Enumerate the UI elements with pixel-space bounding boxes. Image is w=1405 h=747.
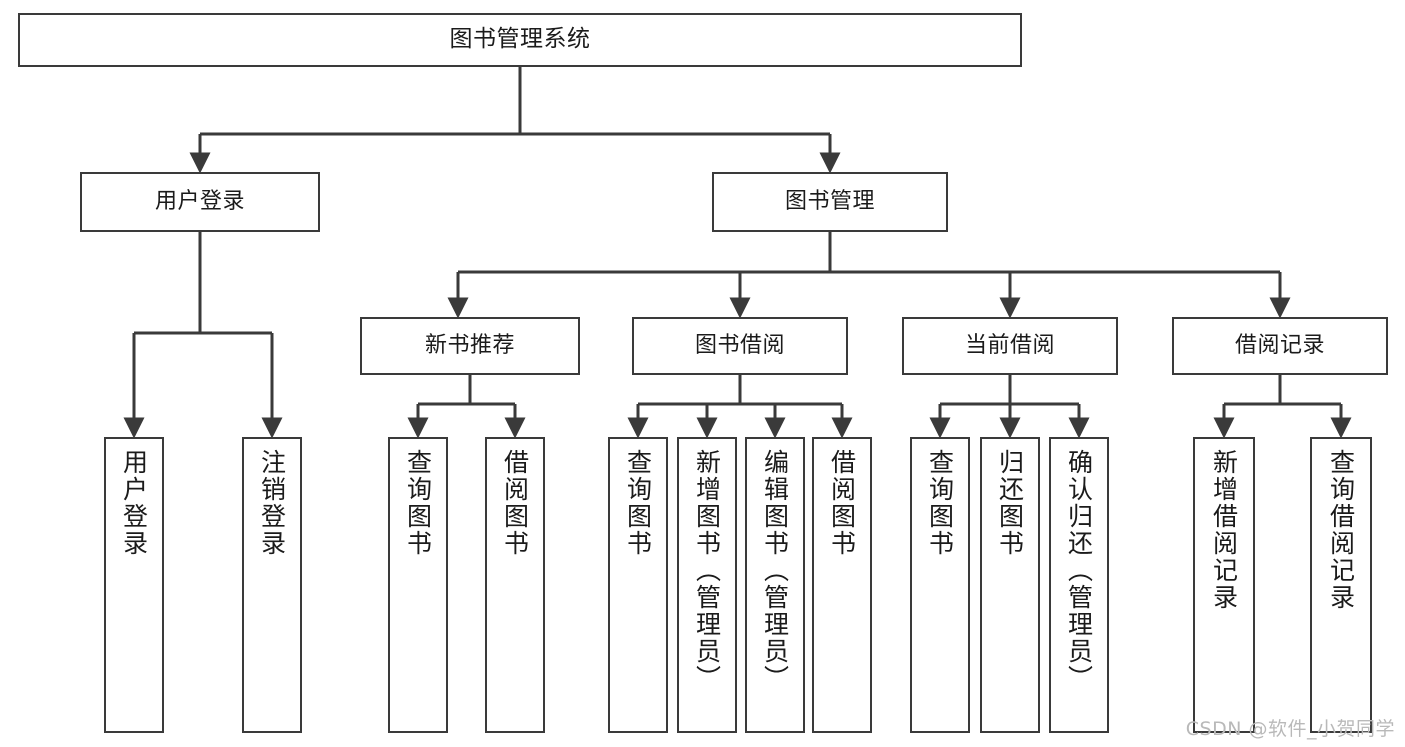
node-book-borrow[interactable]: 图书借阅 — [632, 317, 848, 375]
node-label: 查询图书 — [623, 449, 653, 557]
node-leaf-edit-book-admin[interactable]: 编辑图书（管理员） — [745, 437, 805, 733]
node-leaf-add-book-admin[interactable]: 新增图书（管理员） — [677, 437, 737, 733]
node-root-library-system[interactable]: 图书管理系统 — [18, 13, 1022, 67]
node-label: 新书推荐 — [424, 333, 515, 359]
node-label: 归还图书 — [995, 449, 1025, 557]
node-label: 图书管理 — [784, 189, 875, 215]
node-label: 图书借阅 — [694, 333, 785, 359]
node-label: 注销登录 — [257, 449, 287, 557]
node-label: 借阅记录 — [1234, 333, 1325, 359]
node-label: 新增图书（管理员） — [692, 449, 722, 692]
watermark-text: CSDN @软件_小贺同学 — [1185, 718, 1395, 740]
node-borrow-record[interactable]: 借阅记录 — [1172, 317, 1388, 375]
node-leaf-borrow-book-newbook[interactable]: 借阅图书 — [485, 437, 545, 733]
node-label: 确认归还（管理员） — [1064, 449, 1094, 692]
node-leaf-add-borrow-record[interactable]: 新增借阅记录 — [1193, 437, 1255, 733]
node-label: 查询图书 — [403, 449, 433, 557]
node-label: 用户登录 — [154, 189, 245, 215]
node-leaf-query-book-current[interactable]: 查询图书 — [910, 437, 970, 733]
node-leaf-borrow-book[interactable]: 借阅图书 — [812, 437, 872, 733]
node-label: 借阅图书 — [827, 449, 857, 557]
node-leaf-user-login[interactable]: 用户登录 — [104, 437, 164, 733]
node-book-management[interactable]: 图书管理 — [712, 172, 948, 232]
node-leaf-query-book-borrow[interactable]: 查询图书 — [608, 437, 668, 733]
node-user-login[interactable]: 用户登录 — [80, 172, 320, 232]
node-leaf-logout[interactable]: 注销登录 — [242, 437, 302, 733]
node-label: 查询借阅记录 — [1326, 449, 1356, 611]
node-label: 图书管理系统 — [449, 26, 591, 53]
node-label: 新增借阅记录 — [1209, 449, 1239, 611]
node-label: 查询图书 — [925, 449, 955, 557]
node-label: 编辑图书（管理员） — [760, 449, 790, 692]
node-current-borrow[interactable]: 当前借阅 — [902, 317, 1118, 375]
node-leaf-query-book-newbook[interactable]: 查询图书 — [388, 437, 448, 733]
node-new-book-recommend[interactable]: 新书推荐 — [360, 317, 580, 375]
node-leaf-query-borrow-record[interactable]: 查询借阅记录 — [1310, 437, 1372, 733]
node-label: 借阅图书 — [500, 449, 530, 557]
node-label: 用户登录 — [119, 449, 149, 557]
node-leaf-confirm-return-admin[interactable]: 确认归还（管理员） — [1049, 437, 1109, 733]
node-leaf-return-book[interactable]: 归还图书 — [980, 437, 1040, 733]
node-label: 当前借阅 — [964, 333, 1055, 359]
